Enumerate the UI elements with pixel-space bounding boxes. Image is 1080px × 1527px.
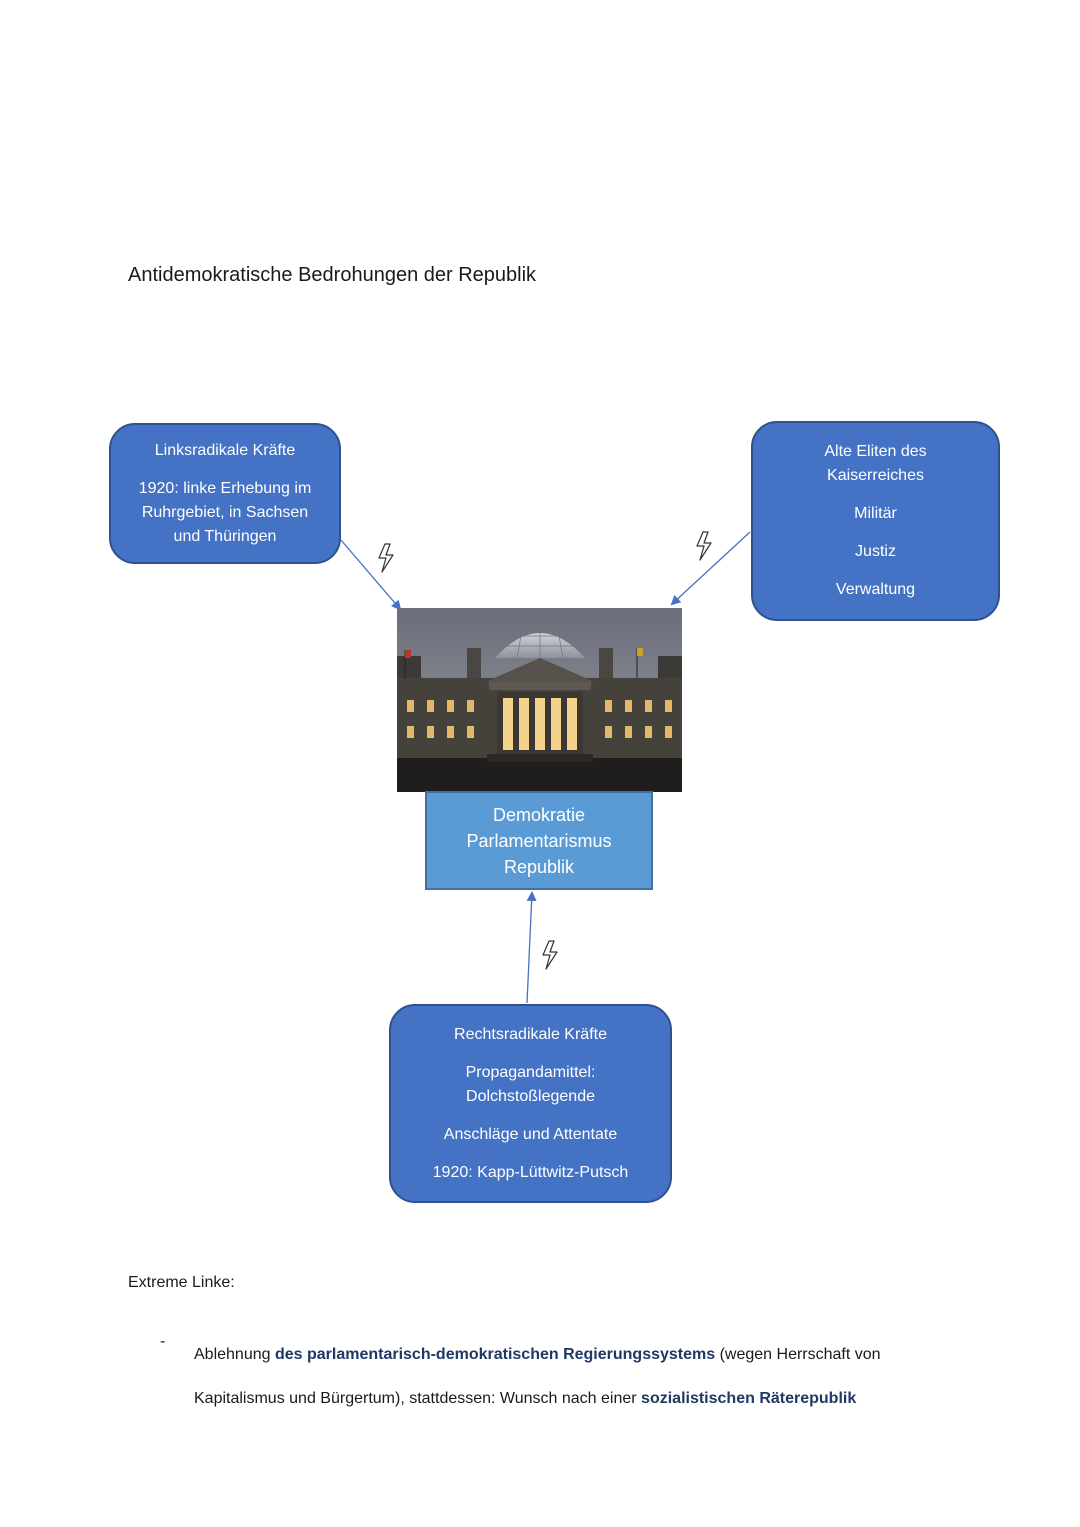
box-item: Verwaltung [835, 581, 916, 598]
bullet-marker: - [160, 1333, 166, 1350]
lightning-icon [696, 531, 712, 561]
box-rechtsradikale-kraefte: Rechtsradikale Kräfte Propagandamittel: … [389, 1004, 672, 1203]
box-alte-eliten: Alte Eliten des Kaiserreiches Militär Ju… [751, 421, 1000, 621]
text-segment: (wegen Herrschaft von Kapitalismus und B… [194, 1346, 881, 1407]
arrow-right-to-center [670, 531, 751, 606]
box-line: Dolchstoßlegende [466, 1087, 595, 1105]
page-title: Antidemokratische Bedrohungen der Republ… [128, 264, 537, 286]
lightning-icon [542, 940, 558, 970]
box-line: und Thüringen [173, 527, 277, 545]
box-heading: Alte Eliten des [824, 443, 927, 460]
box-line: 1920: linke Erhebung im [138, 479, 312, 497]
bullet-text: Ablehnung des parlamentarisch-demokratis… [194, 1333, 914, 1421]
box-heading: Linksradikale Kräfte [154, 441, 296, 459]
box-heading: Kaiserreiches [827, 467, 924, 484]
highlight-segment: sozialistischen Räterepublik [641, 1390, 857, 1407]
box-heading: Rechtsradikale Kräfte [454, 1025, 607, 1043]
text-segment: Ablehnung [194, 1346, 275, 1363]
center-line: Republik [503, 856, 575, 877]
center-line: Demokratie [492, 804, 586, 825]
box-demokratie: Demokratie Parlamentarismus Republik [425, 791, 653, 890]
box-item: Anschläge und Attentate [443, 1125, 618, 1143]
lightning-icon [378, 543, 394, 573]
box-item: Justiz [855, 543, 896, 560]
box-item: 1920: Kapp-Lüttwitz-Putsch [432, 1163, 629, 1181]
box-line: Propagandamittel: [465, 1063, 596, 1081]
arrow-left-to-center [340, 539, 402, 611]
box-item: Militär [854, 505, 897, 522]
highlight-segment: des parlamentarisch-demokratischen Regie… [274, 1346, 716, 1363]
reichstag-building-photo [397, 608, 682, 792]
arrow-bottom-to-center [526, 891, 537, 1004]
section-extreme-linke: Extreme Linke: [128, 1274, 235, 1291]
center-line: Parlamentarismus [466, 830, 612, 851]
box-linksradikale-kraefte: Linksradikale Kräfte 1920: linke Erhebun… [109, 423, 341, 564]
box-line: Ruhrgebiet, in Sachsen [141, 503, 309, 521]
